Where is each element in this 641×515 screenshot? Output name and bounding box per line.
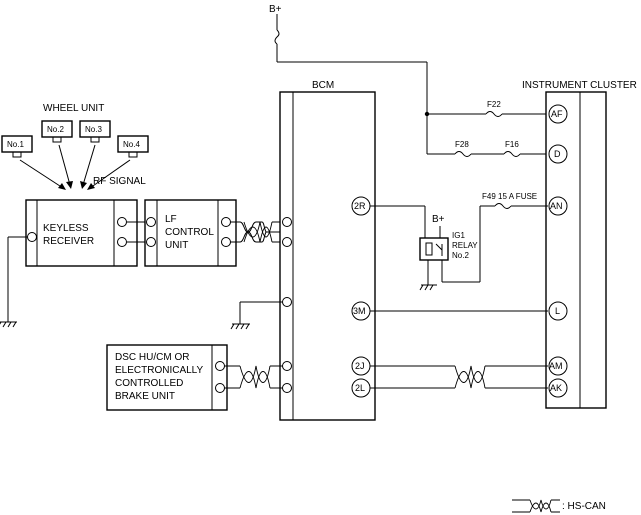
keyless-receiver-label-line2: RECEIVER	[43, 236, 94, 247]
cluster-pin-d	[548, 144, 568, 164]
lf-control-unit-label-line3: UNIT	[165, 240, 188, 251]
instrument-cluster-label: INSTRUMENT CLUSTER	[522, 80, 637, 91]
bcm-pin-2j-label: 2J	[355, 361, 365, 371]
relay-label-line2: RELAY	[452, 241, 478, 250]
dsc-label-line1: DSC HU/CM OR	[115, 352, 189, 363]
instrument-cluster: INSTRUMENT CLUSTER AF D AN L AM AK	[522, 80, 637, 409]
fuse-f28-label: F28	[455, 140, 469, 149]
bcm-pin-2l-label: 2L	[355, 383, 365, 393]
wheel-unit-no4-label: No.4	[123, 140, 140, 149]
fuse-f49-label: F49 15 A FUSE	[482, 192, 537, 201]
bcm-pin-2r-label: 2R	[354, 201, 366, 211]
cluster-pin-ak-label: AK	[550, 383, 562, 393]
bcm: BCM 2R 3M 2J 2L	[279, 80, 376, 421]
relay-label-line3: No.2	[452, 251, 469, 260]
cluster-pin-am	[548, 356, 568, 376]
dsc-label-line4: BRAKE UNIT	[115, 391, 175, 402]
legend-hs-can: : HS-CAN	[512, 499, 606, 513]
relay-circuit: B+ IG1 RELAY No.2 F49 15 A FUSE	[370, 192, 548, 291]
f28-f16-circuit: F28 F16	[427, 140, 548, 157]
relay-label-line1: IG1	[452, 231, 465, 240]
bcm-pin-3m-label: 3M	[353, 306, 366, 316]
wheel-unit-no3-label: No.3	[85, 125, 102, 134]
fuse-f16-label: F16	[505, 140, 519, 149]
ground-receiver	[0, 236, 28, 328]
wheel-unit-title: WHEEL UNIT	[43, 103, 104, 114]
cluster-pin-af-label: AF	[551, 109, 563, 119]
wheel-unit-no2-label: No.2	[47, 125, 64, 134]
dsc-label-line2: ELECTRONICALLY	[115, 365, 204, 376]
bcm-cluster-twisted-pair	[370, 365, 548, 389]
cluster-pin-am-label: AM	[549, 361, 563, 371]
cluster-pin-an	[548, 196, 568, 216]
keyless-receiver: KEYLESS RECEIVER	[25, 199, 138, 267]
bcm-label: BCM	[312, 80, 334, 91]
b-plus-relay-label: B+	[432, 214, 445, 225]
legend-hs-can-label: : HS-CAN	[562, 501, 606, 512]
keyless-receiver-label-line1: KEYLESS	[43, 223, 89, 234]
ig1-relay-box	[419, 237, 449, 261]
fuse-f22-label: F22	[487, 100, 501, 109]
cluster-pin-d-label: D	[554, 149, 561, 159]
b-plus-top-label: B+	[269, 4, 282, 15]
dsc-bcm-twisted-pair	[224, 365, 283, 389]
lf-control-unit-label-line2: CONTROL	[165, 227, 214, 238]
cluster-pin-af	[548, 104, 568, 124]
dsc-label-line3: CONTROLLED	[115, 378, 183, 389]
rf-signal-label: RF SIGNAL	[93, 176, 146, 187]
lf-bcm-twisted-pair	[230, 221, 286, 243]
lf-control-unit: LF CONTROL UNIT	[144, 199, 237, 267]
dsc-unit: DSC HU/CM OR ELECTRONICALLY CONTROLLED B…	[106, 344, 228, 411]
lf-control-unit-label-line1: LF	[165, 214, 177, 225]
wheel-units: WHEEL UNIT No.1 No.2 No.3 No.4 RF SIGNAL	[1, 103, 149, 190]
ground-bcm	[230, 301, 283, 330]
cluster-pin-l	[548, 301, 568, 321]
cluster-pin-an-label: AN	[550, 201, 563, 211]
cluster-pin-l-label: L	[555, 306, 560, 316]
wheel-unit-no1-label: No.1	[7, 140, 24, 149]
f22-circuit: F22	[427, 100, 548, 117]
cluster-pin-ak	[548, 378, 568, 398]
